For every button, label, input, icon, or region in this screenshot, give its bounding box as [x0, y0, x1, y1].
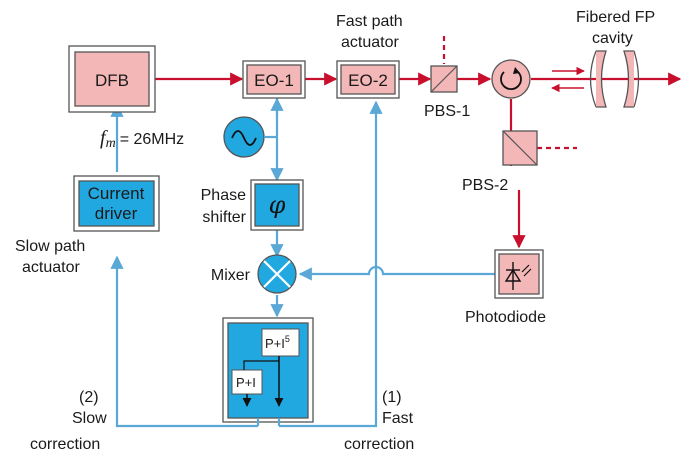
phase-shifter: φ Phase shifter: [201, 179, 304, 231]
wire-photodiode-mixer: [298, 265, 495, 281]
fm-label: fm= 26MHz: [100, 127, 184, 151]
pbs2-label: PBS-2: [462, 177, 508, 194]
photodiode: Photodiode: [465, 249, 546, 326]
dfb-laser: DFB: [68, 45, 156, 113]
phase-shifter-label-1: Phase: [201, 187, 246, 204]
fast-correction-label-2: correction: [344, 436, 414, 453]
current-driver-label-1: Current: [88, 184, 145, 203]
current-driver-label-2: driver: [95, 204, 138, 223]
phi-icon: φ: [269, 191, 286, 219]
pi5-label: P+I5: [265, 334, 290, 351]
slow-correction-label-1: Slow: [72, 410, 107, 427]
photodiode-icon: [504, 262, 532, 290]
pbs1-label: PBS-1: [424, 103, 470, 120]
wire-fast-correction: [279, 100, 383, 428]
mixer: Mixer: [211, 254, 297, 294]
eo1-modulator: EO-1: [242, 60, 306, 99]
pi5-box: [261, 328, 300, 357]
photodiode-label: Photodiode: [465, 309, 546, 326]
slow-path-label-2: actuator: [22, 259, 80, 276]
fast-correction-number: (1): [382, 389, 402, 406]
pbs1-splitter: PBS-1: [424, 65, 470, 120]
eo2-label: EO-2: [348, 71, 388, 90]
pbs2-splitter: PBS-2: [462, 130, 538, 194]
dfb-label: DFB: [95, 71, 129, 90]
slow-correction-number: (2): [79, 389, 99, 406]
fast-path-label-2: actuator: [341, 34, 399, 51]
fabry-perot-cavity: [589, 50, 640, 108]
slow-correction-label-2: correction: [30, 436, 100, 453]
slow-path-label-1: Slow path: [15, 238, 85, 255]
fast-correction-label-1: Fast: [382, 410, 414, 427]
pi-box: [231, 369, 263, 395]
phase-shifter-label-2: shifter: [202, 209, 246, 226]
wire-slow-correction: [110, 255, 258, 428]
current-driver: Current driver: [73, 175, 160, 232]
eo1-label: EO-1: [254, 71, 294, 90]
fibered-fp-label-1: Fibered FP: [576, 9, 655, 26]
mixer-label: Mixer: [211, 267, 251, 284]
fibered-fp-label-2: cavity: [592, 30, 633, 47]
circulator-icon: [500, 67, 522, 91]
mixer-cross-icon: [263, 260, 291, 288]
fast-path-label-1: Fast path: [336, 13, 403, 30]
rf-oscillator: [223, 116, 265, 158]
pi-label: P+I: [236, 375, 256, 390]
optical-circulator: [491, 59, 531, 99]
eo2-modulator: EO-2: [336, 60, 400, 99]
sine-wave-icon: [231, 130, 257, 146]
servo-controller: P+I5 P+I: [222, 317, 314, 426]
